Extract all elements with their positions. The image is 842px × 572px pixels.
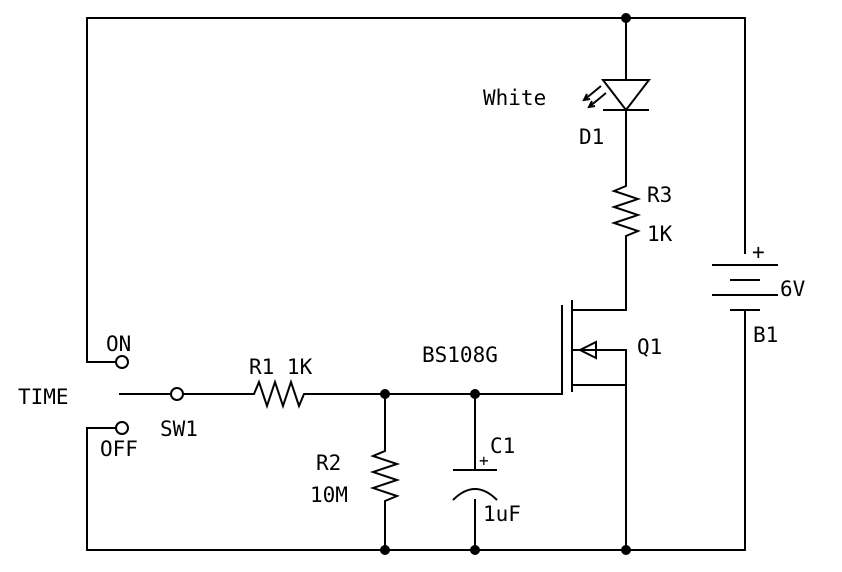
r2-value-label: 10M [310,483,348,507]
mosfet-arrow-icon [577,340,597,360]
switch-on-label: ON [106,332,131,356]
led-triangle [600,79,652,112]
mosfet-q1 [561,300,626,394]
r3-label: R3 [647,183,672,207]
mosfet-part-label: BS108G [422,343,498,367]
r3-value-label: 1K [647,222,673,246]
q1-label: Q1 [637,335,662,359]
wires [86,17,746,551]
junction-dot [380,389,390,399]
battery-b1 [712,264,778,311]
c1-plus-label: + [479,451,489,470]
r2-resistor [369,445,401,508]
d1-label: D1 [579,125,604,149]
junction-dot [470,389,480,399]
junction-dot [621,545,631,555]
switch-off-label: OFF [100,437,138,461]
junction-dot [621,13,631,23]
sw1-label: SW1 [160,417,198,441]
led-d1 [582,79,652,112]
b1-label: B1 [753,323,778,347]
junction-dot [470,545,480,555]
r1-resistor [248,378,312,410]
capacitor-curved-plate [452,488,498,501]
r2-label: R2 [316,451,341,475]
junction-dot [380,545,390,555]
switch-on-terminal [115,355,129,369]
junctions [380,13,631,555]
c1-value-label: 1uF [483,502,521,526]
switch-off-terminal [115,421,129,435]
capacitor-c1 [452,469,498,501]
r1-label: R1 1K [249,355,313,379]
r3-resistor [610,180,642,245]
led-light-icon [582,85,607,109]
switch-common-label: TIME [18,385,69,409]
led-color-label: White [483,86,546,110]
battery-plus-label: + [752,240,765,264]
c1-label: C1 [490,434,515,458]
switch-sw1 [115,355,184,435]
battery-voltage-label: 6V [780,277,806,301]
switch-common-terminal [170,387,184,401]
